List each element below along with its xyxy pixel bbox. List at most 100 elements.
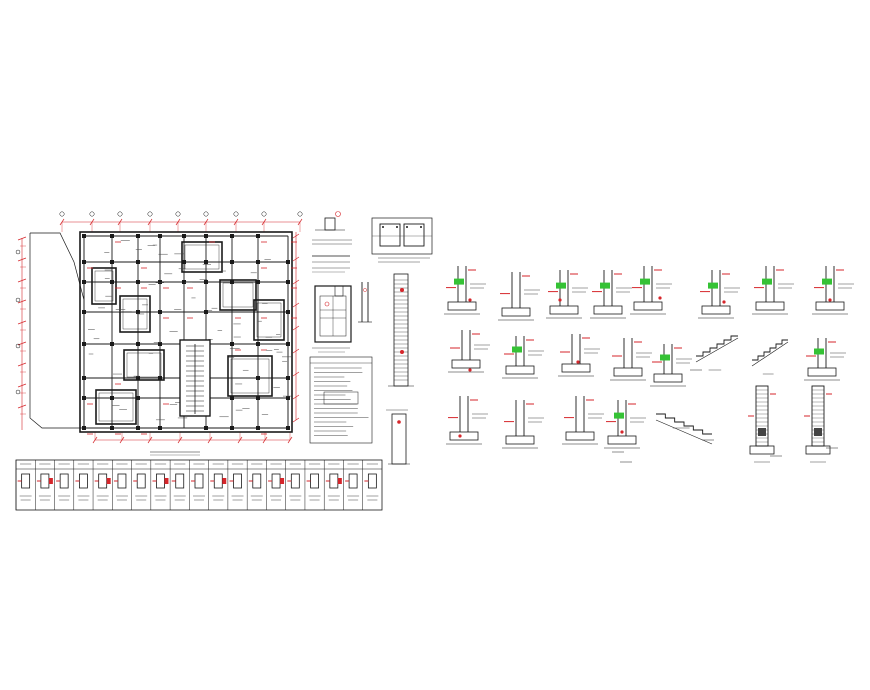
- column-mark: [230, 260, 234, 264]
- section-footing: [449, 431, 479, 441]
- footing-inner: [184, 244, 220, 270]
- section-marker: [620, 430, 624, 434]
- plan-dim-ticks-right: [292, 233, 300, 423]
- rebar-marker: [280, 478, 285, 484]
- column-outline: [755, 385, 769, 447]
- grid-bubble: [117, 211, 123, 217]
- dim-tick: [292, 233, 300, 239]
- rebar-marker: [164, 478, 169, 484]
- grid-bubble: [147, 211, 153, 217]
- dim-tick: [17, 278, 27, 283]
- column-mark: [256, 234, 260, 238]
- column-mark: [136, 426, 140, 430]
- rebar-highlight: [814, 348, 824, 355]
- column-mark: [256, 376, 260, 380]
- footing-outline: [123, 349, 165, 381]
- footing-section: [558, 334, 600, 377]
- general-notes-table: [309, 356, 373, 444]
- column-mark: [256, 342, 260, 346]
- column-mark: [158, 426, 162, 430]
- column-footing: [749, 445, 775, 455]
- column-mark: [136, 396, 140, 400]
- dim-tick: [292, 302, 300, 308]
- section-marker: [458, 434, 462, 438]
- column-section: [175, 473, 185, 489]
- dim-tick: [292, 417, 300, 423]
- column-mark: [82, 396, 86, 400]
- plan-grid-bubbles: [15, 211, 303, 395]
- column-schedule-strip: [15, 459, 383, 511]
- footing-section: [448, 330, 490, 373]
- column-elevation-stirrups: [394, 279, 408, 381]
- dim-tick: [17, 299, 27, 304]
- column-section: [252, 473, 262, 489]
- dim-tick: [292, 348, 300, 354]
- plan-dim-ticks-bottom: [92, 432, 293, 444]
- plan-rooms: [82, 234, 297, 435]
- section-footing: [815, 301, 845, 311]
- grid-bubble: [175, 211, 181, 217]
- rebar-highlight: [454, 278, 464, 285]
- column-mark: [158, 342, 162, 346]
- grid-bubble: [15, 389, 21, 395]
- section-marker: [468, 368, 472, 372]
- column-mark: [158, 310, 162, 314]
- column-mark: [110, 234, 114, 238]
- column-mark: [182, 260, 186, 264]
- dim-tick: [292, 394, 300, 400]
- rebar-highlight: [822, 278, 832, 285]
- rebar-highlight: [614, 412, 624, 419]
- rebar-highlight: [708, 282, 718, 289]
- section-footing: [633, 301, 663, 311]
- column-mark: [136, 260, 140, 264]
- column-outline: [811, 385, 825, 447]
- grid-bubble: [89, 211, 95, 217]
- column-section: [348, 473, 358, 489]
- column-mark: [286, 260, 290, 264]
- hatch-block: [814, 428, 822, 436]
- dim-tick: [17, 320, 27, 325]
- stair-section: [695, 335, 739, 371]
- column-mark: [136, 280, 140, 284]
- column-mark: [158, 376, 162, 380]
- column-mark: [230, 234, 234, 238]
- dim-tick: [17, 257, 27, 262]
- footing-inner: [94, 270, 114, 302]
- footing-outline: [181, 241, 223, 273]
- footing-outline: [219, 279, 257, 311]
- column-elevation: [748, 385, 776, 463]
- column-mark: [136, 376, 140, 380]
- section-footing: [701, 305, 731, 315]
- column-mark: [204, 310, 208, 314]
- section-footing: [451, 359, 481, 369]
- column-mark: [256, 426, 260, 430]
- footing-outline: [119, 295, 151, 333]
- section-marker: [722, 300, 726, 304]
- section-footing: [501, 307, 531, 317]
- dim-tick: [292, 325, 300, 331]
- dim-tick: [292, 279, 300, 285]
- column-base-detail-a: [312, 211, 352, 245]
- footing-inner: [230, 358, 270, 394]
- column-mark: [136, 342, 140, 346]
- column-section: [310, 473, 319, 489]
- column-section: [59, 473, 69, 489]
- section-marker: [558, 298, 562, 302]
- rebar-highlight: [512, 346, 522, 353]
- column-mark: [82, 234, 86, 238]
- grid-bubble: [15, 249, 21, 255]
- column-mark: [110, 426, 114, 430]
- footing-section: [444, 266, 486, 315]
- column-mark: [82, 376, 86, 380]
- section-footing: [607, 435, 637, 445]
- footing-outline: [95, 389, 137, 425]
- footing-section: [610, 338, 652, 381]
- column-mark: [256, 396, 260, 400]
- stair-slab: [751, 341, 789, 367]
- section-footing: [447, 301, 477, 311]
- rebar-highlight: [640, 278, 650, 285]
- stair-profile: [656, 413, 712, 435]
- column-mark: [158, 280, 162, 284]
- footing-section: [546, 270, 588, 319]
